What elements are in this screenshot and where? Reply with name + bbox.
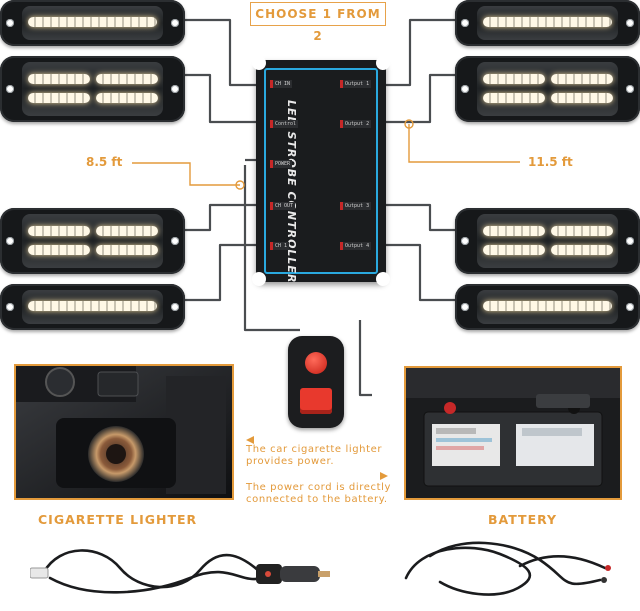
controller-port: CH 1	[270, 242, 290, 250]
cigarette-lighter-photo	[14, 364, 234, 500]
controller-port: Output 3	[340, 202, 372, 210]
strobe-light-bar-icon	[0, 284, 185, 330]
strobe-light-bar-icon	[455, 0, 640, 46]
controller-port: Control	[270, 120, 299, 128]
controller-port: Output 4	[340, 242, 372, 250]
rocker-toggle	[300, 388, 332, 414]
battery-photo	[404, 366, 622, 500]
battery-caption: The power cord is directly connected to …	[246, 482, 391, 505]
controller-port: CH OUT	[270, 202, 296, 210]
cigarette-caption: The car cigarette lighter provides power…	[246, 444, 383, 467]
controller-port: POWER	[270, 160, 293, 168]
power-indicator	[305, 352, 327, 374]
controller-port: Output 2	[340, 120, 372, 128]
choose-one-label: CHOOSE 1 FROM 2	[250, 2, 386, 43]
controller-port: Output 1	[340, 80, 372, 88]
battery-label: BATTERY	[488, 512, 558, 527]
strobe-light-bar-icon	[0, 56, 185, 122]
controller-port: CH IN	[270, 80, 293, 88]
strobe-light-bar-icon	[455, 208, 640, 274]
left-cable-length: 8.5 ft	[86, 155, 123, 169]
strobe-light-bar-icon	[455, 284, 640, 330]
strobe-light-bar-icon	[0, 0, 185, 46]
battery-clamp-icon	[404, 541, 611, 596]
strobe-light-bar-icon	[455, 56, 640, 122]
cigarette-lighter-label: CIGARETTE LIGHTER	[38, 512, 198, 527]
strobe-light-bar-icon	[0, 208, 185, 274]
rocker-switch-icon	[288, 336, 344, 428]
right-cable-length: 11.5 ft	[528, 155, 573, 169]
led-strobe-controller: LED STROBE CONTROLLER CH IN Control POWE…	[252, 56, 390, 286]
cigarette-plug-icon	[30, 549, 330, 594]
